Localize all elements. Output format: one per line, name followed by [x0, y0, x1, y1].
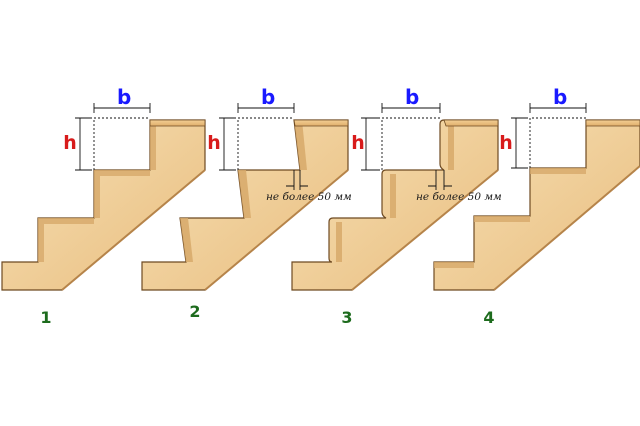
- stringer-edge-3: [351, 169, 499, 291]
- tread-top-3: [443, 119, 499, 127]
- stringer-4: [433, 119, 640, 291]
- tread-label-4: b: [553, 85, 567, 109]
- tread-shade-4: [434, 168, 586, 268]
- riser-label-2: h: [207, 132, 221, 154]
- stair-variant-4: [433, 119, 640, 291]
- riser-label-3: h: [351, 132, 365, 154]
- dimension-guides: [75, 103, 587, 190]
- overhang-note-2: не более 50 мм: [266, 191, 352, 203]
- overhang-note-3: не более 50 мм: [416, 191, 502, 203]
- stair-variant-3: [291, 119, 499, 291]
- riser-label-1: h: [63, 132, 77, 154]
- tread-top-2: [293, 119, 349, 127]
- stair-variant-1: [1, 119, 206, 291]
- variant-number-4: 4: [483, 308, 494, 327]
- riser-shade-3: [336, 124, 454, 262]
- riser-shade-2: [180, 120, 307, 262]
- tread-label-2: b: [261, 85, 275, 109]
- riser-label-4: h: [499, 132, 513, 154]
- stringer-edge-2: [204, 169, 349, 291]
- tread-top-4: [585, 119, 640, 127]
- tread-label-3: b: [405, 85, 419, 109]
- variant-number-1: 1: [40, 308, 51, 327]
- stair-variant-2: [141, 119, 349, 291]
- variant-number-3: 3: [341, 308, 352, 327]
- tread-label-1: b: [117, 85, 131, 109]
- tread-top-1: [149, 119, 206, 127]
- variant-number-2: 2: [189, 302, 200, 321]
- stringer-edge-4: [493, 165, 640, 291]
- stringer-edge-1: [61, 169, 206, 291]
